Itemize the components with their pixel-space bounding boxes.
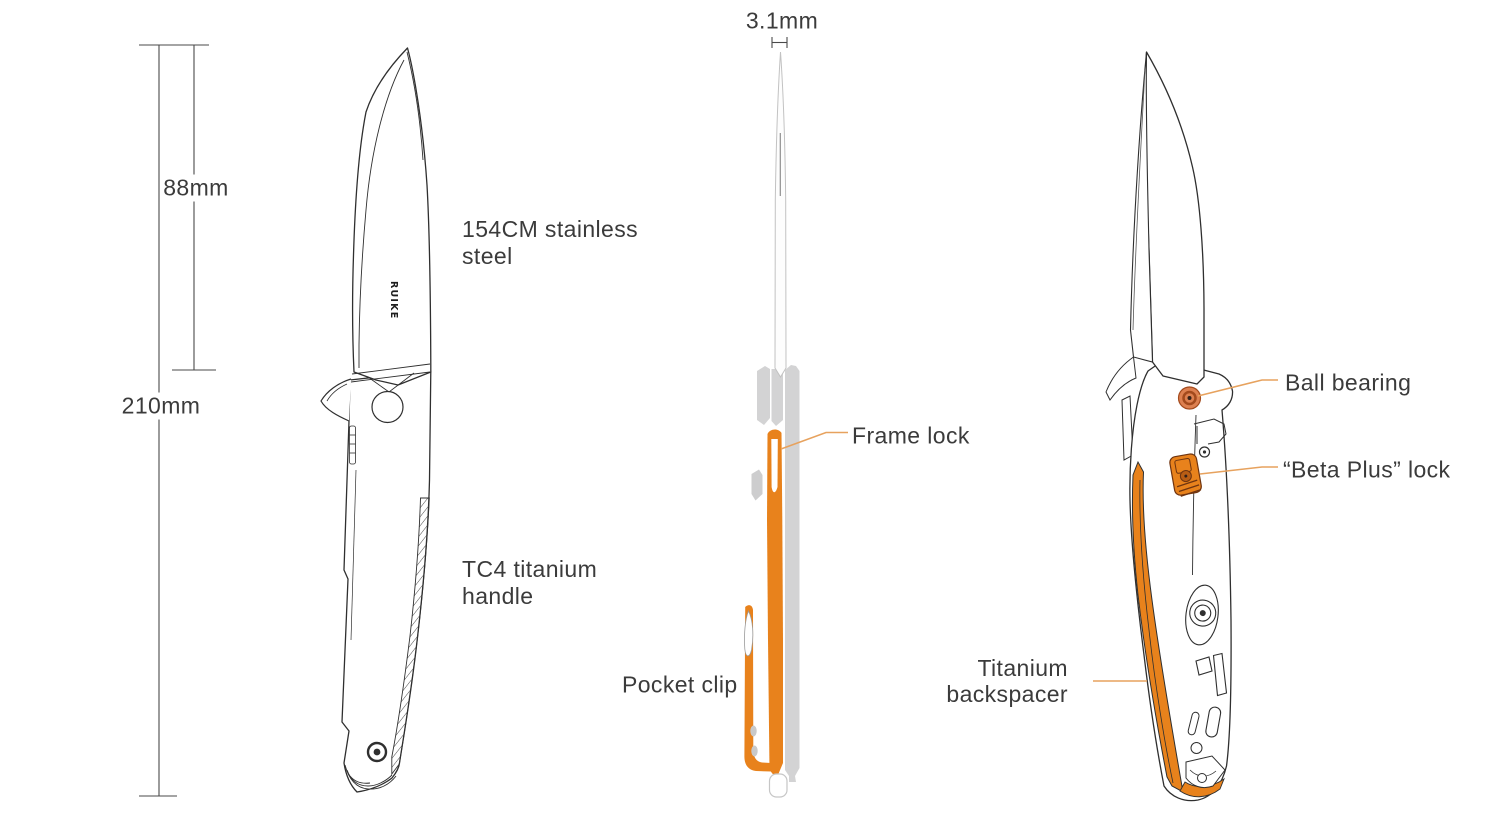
side-blade-spine — [774, 51, 787, 378]
label-pocket-clip: Pocket clip — [622, 671, 738, 698]
label-blade-steel: 154CM stainless steel — [462, 216, 638, 270]
back-lanyard-slot — [1205, 706, 1222, 738]
dim-label-overall-length: 210mm — [118, 392, 204, 420]
front-lanyard-hole — [366, 741, 388, 763]
front-grind-line — [358, 59, 405, 368]
front-flipper-tab — [320, 378, 352, 422]
label-blade-steel-line1: 154CM stainless — [462, 216, 639, 242]
label-ball-bearing: Ball bearing — [1285, 369, 1412, 396]
front-scale-chamfer — [350, 469, 357, 641]
back-pivot-boss — [1185, 584, 1219, 646]
back-blade-face — [1143, 51, 1205, 385]
dim-label-blade-length: 88mm — [160, 174, 232, 202]
label-titanium-backspacer-line1: Titanium — [977, 655, 1068, 681]
back-blade-heel — [1105, 356, 1137, 401]
label-handle-material-line2: handle — [462, 583, 534, 609]
label-handle-material: TC4 titanium handle — [462, 556, 597, 610]
front-swedge-line — [406, 51, 424, 161]
label-handle-material-line1: TC4 titanium — [462, 556, 598, 582]
side-clip-opening — [744, 610, 754, 657]
dim-label-thickness: 3.1mm — [742, 7, 822, 35]
front-view-knife: RUIKE — [320, 47, 432, 793]
front-flipper-inner-line — [326, 383, 348, 402]
front-blade — [351, 47, 432, 386]
side-frame-lock-bar — [767, 429, 783, 779]
back-pivot-screw — [1198, 446, 1211, 458]
front-dimension-lines — [139, 44, 216, 797]
front-backspacer-hatch — [391, 497, 430, 776]
label-frame-lock: Frame lock — [852, 422, 970, 449]
back-butt-cap — [1185, 755, 1226, 789]
side-clip-screws — [750, 725, 758, 757]
side-view-knife — [744, 37, 848, 798]
beta-lock-leader-line — [1199, 466, 1278, 475]
back-small-details — [1187, 711, 1203, 754]
front-pivot-circle — [371, 390, 404, 424]
front-blade-logo: RUIKE — [388, 281, 399, 319]
back-view-knife — [1093, 51, 1278, 802]
label-titanium-backspacer: Titanium backspacer — [946, 655, 1068, 707]
front-butt-layers — [344, 764, 397, 790]
label-beta-plus-lock: “Beta Plus” lock — [1283, 456, 1451, 483]
side-frame-lock-slot — [771, 439, 778, 493]
side-butt-spacer — [768, 773, 788, 798]
label-titanium-backspacer-line2: backspacer — [946, 681, 1068, 707]
frame-lock-leader-line — [780, 431, 848, 450]
ball-bearing-leader-line — [1197, 379, 1278, 397]
back-blade-bevel — [1129, 51, 1154, 363]
side-handle-slabs — [757, 365, 800, 782]
back-handle-seam — [1192, 414, 1197, 576]
label-blade-steel-line2: steel — [462, 243, 513, 269]
back-ball-bearing — [1177, 386, 1202, 410]
back-butt-screw — [1197, 773, 1207, 783]
back-lock-bracket — [1193, 418, 1227, 445]
back-bevel-inner-line — [1132, 69, 1146, 331]
back-backspacer-seam — [1139, 479, 1174, 784]
side-dimension-bracket — [771, 37, 788, 48]
side-stop-pin — [751, 469, 763, 501]
front-jimping — [349, 425, 356, 465]
back-handle-slots — [1195, 652, 1228, 697]
back-beta-plus-lock — [1169, 453, 1202, 497]
